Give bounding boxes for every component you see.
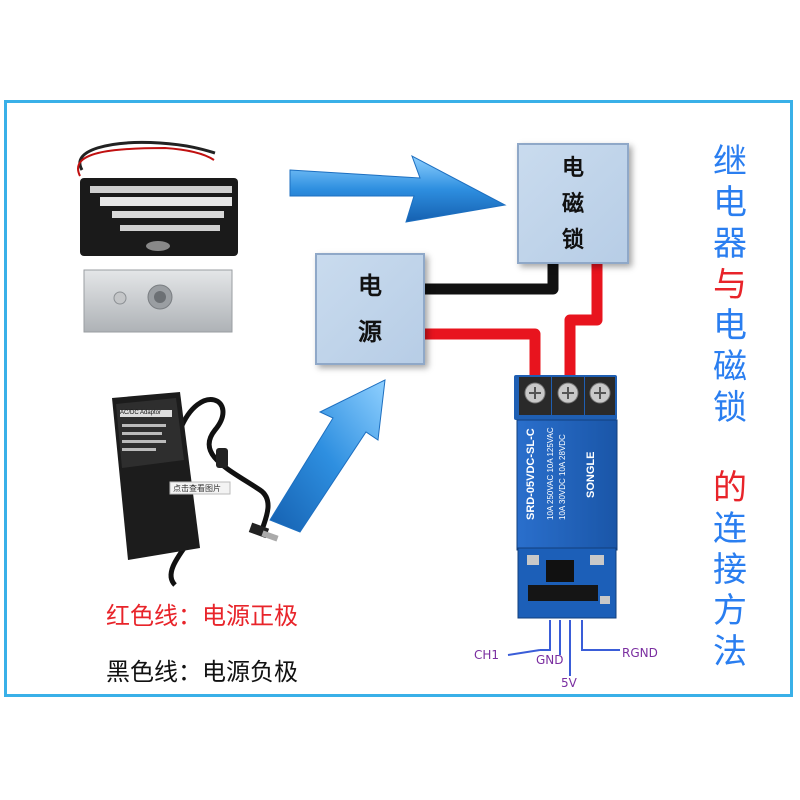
pin-label-ch1: CH1 (474, 648, 500, 662)
relay-rating-1: 10A 250VAC 10A 125VAC (546, 427, 555, 520)
pin-label-rgnd: RGND (622, 646, 658, 660)
wires (425, 264, 603, 378)
title-char: 方 (713, 591, 747, 631)
legend-black-wire: 黑色线：电源负极 (106, 658, 298, 686)
maglock-box-char-2: 磁 (561, 190, 584, 217)
vertical-title-top: 继 电 器 与 电 磁 锁 (705, 142, 755, 429)
title-char: 法 (713, 632, 747, 672)
power-box-char-1: 电 (358, 271, 382, 300)
title-char: 继 (713, 142, 747, 182)
pin-label-5v: 5V (561, 676, 577, 690)
maglock-box: 电 磁 锁 (517, 143, 629, 264)
arrow-to-lock (289, 154, 507, 223)
title-char: 磁 (713, 347, 747, 387)
power-box-char-2: 源 (358, 317, 382, 346)
power-adapter-image (112, 392, 279, 587)
relay-module (507, 375, 620, 676)
adapter-label-text: AC/DC Adaptor (120, 410, 161, 416)
pin-label-gnd: GND (536, 653, 564, 667)
maglock-box-char-3: 锁 (561, 226, 584, 253)
maglock-box-char-1: 电 (561, 154, 584, 181)
power-box: 电 源 (315, 253, 425, 365)
watermark-text: 点击查看图片 (173, 483, 221, 493)
title-char: 锁 (713, 388, 747, 428)
relay-model-text: SRD-05VDC-SL-C (525, 428, 537, 520)
relay-brand-text: SONGLE (585, 452, 597, 498)
title-char: 与 (713, 265, 747, 305)
arrow-to-power (269, 379, 386, 533)
maglock-image (77, 141, 238, 333)
vertical-title-bottom: 的 连 接 方 法 (705, 468, 755, 673)
title-char: 的 (713, 468, 747, 508)
relay-rating-2: 10A 30VDC 10A 28VDC (558, 434, 567, 520)
title-char: 电 (713, 183, 747, 223)
title-char: 电 (713, 306, 747, 346)
title-char: 器 (713, 224, 747, 264)
title-char: 接 (713, 550, 747, 590)
legend-red-wire: 红色线：电源正极 (106, 602, 298, 630)
title-char: 连 (713, 509, 747, 549)
